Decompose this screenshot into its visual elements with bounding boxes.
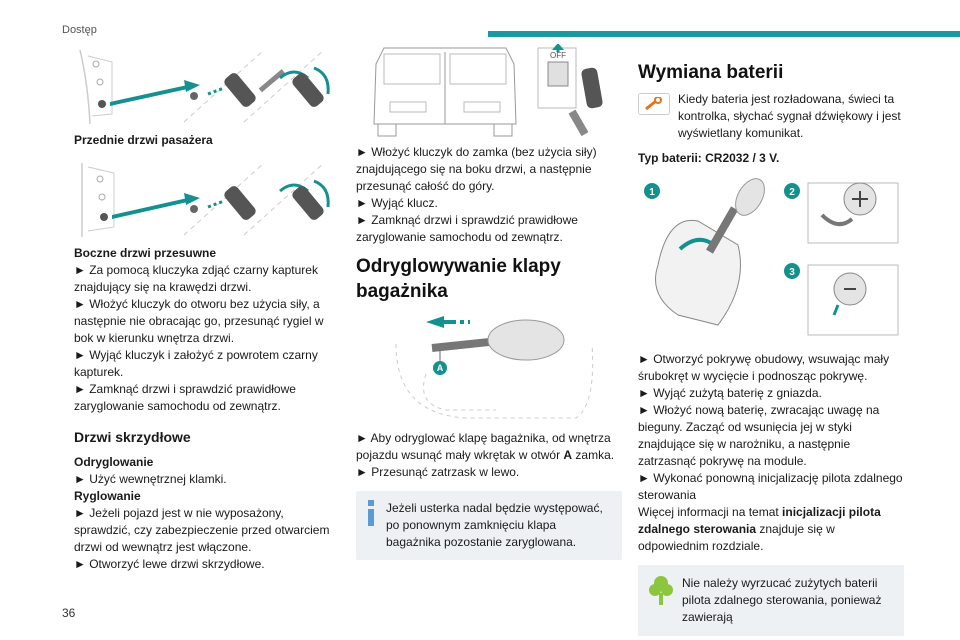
van-step-1: ► Włożyć kluczyk do zamka (bez użycia si…: [356, 145, 597, 193]
marker-1: 1: [649, 187, 655, 198]
lock-step-2: ► Otworzyć lewe drzwi skrzydłowe.: [74, 557, 265, 571]
battery-intro-row: Kiedy bateria jest rozładowana, świeci t…: [638, 91, 904, 142]
battery-step-3: ► Włożyć nową baterię, zwracając uwagę n…: [638, 403, 880, 468]
header-accent-bar: [488, 31, 960, 37]
battery-more-info: Więcej informacji na temat inicjalizacji…: [638, 505, 881, 553]
van-step-3: ► Zamknąć drzwi i sprawdzić prawidłowe z…: [356, 213, 578, 244]
column-2: OFF ► Włożyć kluczyk do zamka (bez użyci…: [356, 44, 622, 560]
info-note: Jeżeli usterka nadal będzie występować, …: [356, 491, 622, 560]
lock-label: Ryglowanie: [74, 489, 141, 503]
van-rear-illustration: OFF: [373, 44, 603, 137]
unlock-step: ► Użyć wewnętrznej klamki.: [74, 472, 227, 486]
lock-step-1: ► Jeżeli pojazd jest w nie wyposażony, s…: [74, 506, 330, 554]
sliding-step-3: ► Wyjąć kluczyk i założyć z powrotem cza…: [74, 348, 318, 379]
off-label: OFF: [550, 51, 566, 60]
column-1: Przednie drzwi pasażera Boczne drzwi prz…: [74, 44, 340, 573]
tailgate-screwdriver-illustration: A: [395, 316, 594, 419]
front-door-illustration: [79, 49, 330, 125]
sliding-door-illustration: [81, 162, 330, 237]
column-3: Wymiana baterii Kiedy bateria jest rozła…: [638, 60, 904, 636]
section-header: Dostęp: [62, 24, 97, 36]
battery-step-4: ► Wykonać ponowną inicjalizację pilota z…: [638, 471, 903, 502]
sliding-door-title: Boczne drzwi przesuwne: [74, 246, 217, 260]
battery-step-1: ► Otworzyć pokrywę obudowy, wsuwając mał…: [638, 352, 890, 383]
battery-heading: Wymiana baterii: [638, 62, 784, 83]
front-door-caption: Przednie drzwi pasażera: [74, 133, 213, 147]
wrench-warning-icon: [638, 93, 670, 115]
eco-note: Nie należy wyrzucać zużytych baterii pil…: [638, 565, 904, 636]
marker-3: 3: [789, 267, 795, 278]
tailgate-step-1: ► Aby odryglować klapę bagażnika, od wnę…: [356, 431, 615, 462]
marker-2: 2: [789, 187, 795, 198]
page-number: 36: [62, 606, 76, 620]
battery-replacement-illustration: 1 2 3: [644, 178, 899, 336]
info-icon: [368, 500, 374, 526]
tailgate-step-2: ► Przesunąć zatrzask w lewo.: [356, 465, 520, 479]
battery-intro: Kiedy bateria jest rozładowana, świeci t…: [678, 92, 901, 140]
tailgate-heading: Odryglowywanie klapy bagażnika: [356, 256, 561, 302]
unlock-label: Odryglowanie: [74, 455, 154, 469]
marker-a: A: [437, 363, 444, 373]
sliding-step-2: ► Włożyć kluczyk do otworu bez użycia si…: [74, 297, 324, 345]
battery-type: Typ baterii: CR2032 / 3 V.: [638, 151, 780, 165]
eco-text: Nie należy wyrzucać zużytych baterii pil…: [682, 576, 882, 624]
wing-doors-heading: Drzwi skrzydłowe: [74, 429, 191, 445]
tree-eco-icon: [649, 576, 673, 605]
info-text: Jeżeli usterka nadal będzie występować, …: [386, 501, 603, 549]
battery-step-2: ► Wyjąć zużytą baterię z gniazda.: [638, 386, 822, 400]
sliding-step-4: ► Zamknąć drzwi i sprawdzić prawidłowe z…: [74, 382, 296, 413]
sliding-step-1: ► Za pomocą kluczyka zdjąć czarny kaptur…: [74, 263, 318, 294]
van-step-2: ► Wyjąć klucz.: [356, 196, 438, 210]
